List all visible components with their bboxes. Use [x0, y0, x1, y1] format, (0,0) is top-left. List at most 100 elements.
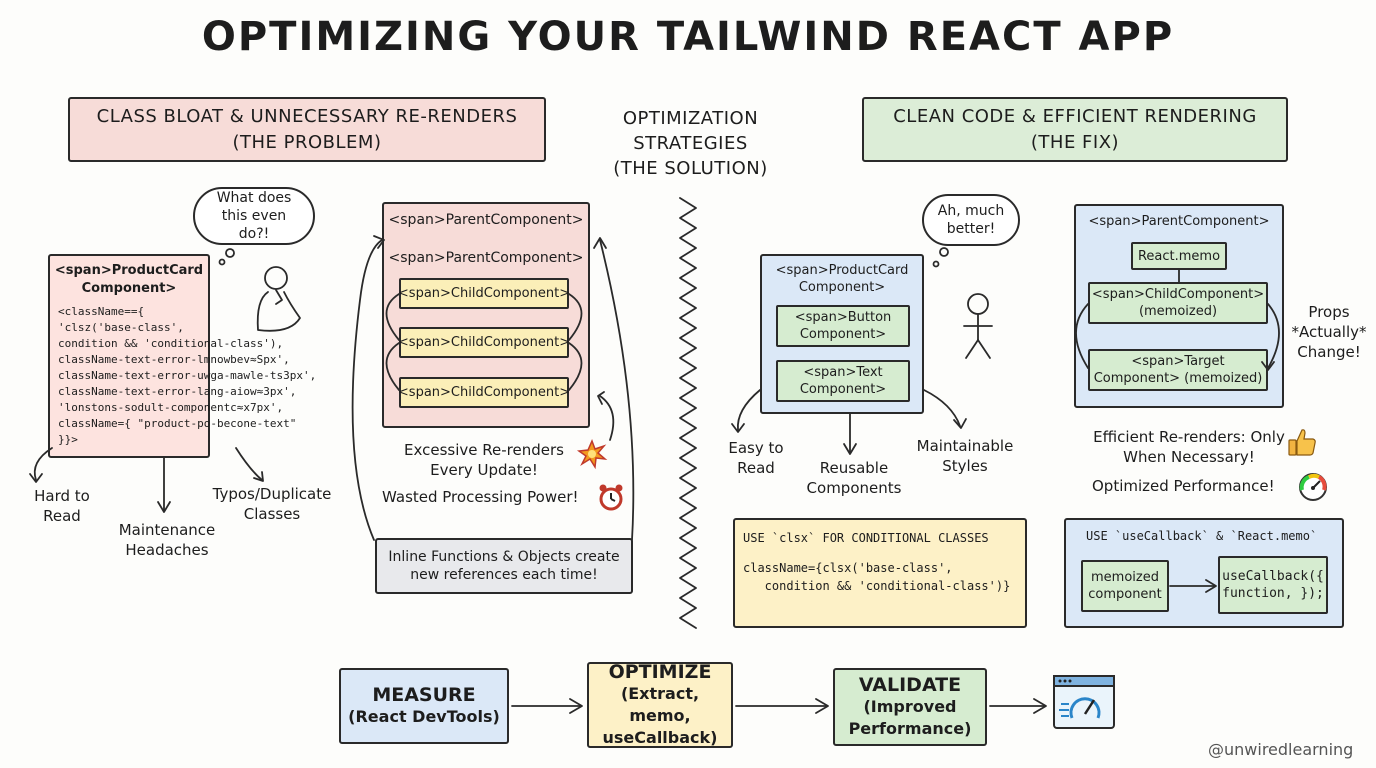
efficient-rerenders-text: Efficient Re-renders: Only When Necessar… [1093, 428, 1285, 466]
problem-child-3: <span>ChildComponent> [398, 377, 570, 408]
thinking-person-icon [256, 266, 301, 332]
arrowhead [731, 423, 745, 433]
zigzag-divider [679, 197, 697, 629]
validate-title: VALIDATE [858, 674, 962, 696]
page-title: OPTIMIZING YOUR TAILWIND REACT APP [201, 14, 1175, 60]
arrow [385, 293, 400, 341]
usecallback-tip-title: USE `useCallback` & `React.memo` [1086, 529, 1318, 543]
target-memoized-box: <span>Target Component> (memoized) [1088, 349, 1268, 391]
dashboard-window-icon [1052, 674, 1116, 730]
arrow [737, 389, 761, 431]
arrow [599, 239, 635, 541]
text-component-box: <span>Text Component> [776, 360, 910, 402]
arrow [33, 447, 53, 481]
bloated-card-title: <span>ProductCard Component> [54, 263, 204, 296]
arrowhead [593, 237, 607, 249]
thought-dot [218, 258, 226, 266]
optimize-sub: (Extract, memo, useCallback) [602, 684, 718, 747]
fix-thought-text: Ah, much better! [937, 203, 1005, 237]
inline-functions-text: Inline Functions & Objects create new re… [388, 549, 620, 583]
arrow [568, 342, 583, 391]
arrowhead [1261, 361, 1275, 371]
code-line: 'clsz('base-class', [58, 321, 184, 334]
arrowhead [253, 471, 264, 482]
thought-dot [932, 260, 940, 268]
label-maintenance-headaches: Maintenance Headaches [118, 521, 216, 559]
problem-header-line2: (THE PROBLEM) [232, 131, 382, 153]
optimize-step: OPTIMIZE (Extract, memo, useCallback) [587, 661, 733, 748]
usecallback-code-box: useCallback({ function, }); [1218, 556, 1328, 614]
arrow [599, 395, 615, 441]
problem-parent-2: <span>ParentComponent> [388, 250, 584, 266]
code-line: <className=={ [58, 305, 145, 318]
validate-step: VALIDATE (Improved Performance) [833, 668, 987, 746]
arrowhead [29, 473, 43, 483]
thumbs-up-icon [1286, 426, 1318, 458]
arrowhead [1205, 579, 1217, 593]
wasted-processing-text: Wasted Processing Power! [382, 488, 579, 506]
button-component-box: <span>Button Component> [776, 305, 910, 347]
arrowhead [597, 391, 605, 405]
react-memo-chip: React.memo [1131, 242, 1227, 270]
credit-text: @unwiredlearning [1208, 740, 1354, 759]
clsx-tip-title: USE `clsx` FOR CONDITIONAL CLASSES [743, 531, 989, 545]
strategies-header-line2: STRATEGIES [633, 132, 748, 154]
problem-parent-1: <span>ParentComponent> [388, 212, 584, 228]
label-typos-duplicate: Typos/Duplicate Classes [212, 485, 332, 523]
arrowhead [953, 418, 967, 429]
arrow [385, 342, 400, 391]
arrowhead [843, 443, 857, 455]
problem-header: CLASS BLOAT & UNNECESSARY RE-RENDERS (TH… [68, 97, 546, 162]
problem-thought-bubble: What does this even do?! [193, 187, 315, 245]
explosion-icon [576, 439, 608, 470]
thought-dot [939, 247, 949, 257]
clsx-tip-box: USE `clsx` FOR CONDITIONAL CLASSES class… [733, 518, 1027, 628]
measure-step: MEASURE (React DevTools) [339, 668, 509, 744]
code-line: }}> [58, 433, 78, 446]
fix-thought-bubble: Ah, much better! [922, 194, 1020, 246]
speedometer-icon [1297, 470, 1329, 502]
label-easy-to-read: Easy to Read [728, 439, 784, 477]
strategies-header: OPTIMIZATION STRATEGIES (THE SOLUTION) [588, 103, 793, 183]
clsx-code-line-2: condition && 'conditional-class')} [743, 579, 1011, 593]
strategies-header-line1: OPTIMIZATION [622, 107, 759, 129]
inline-functions-note: Inline Functions & Objects create new re… [375, 538, 633, 594]
clsx-code-line-1: className={clsx('base-class', [743, 561, 953, 575]
happy-stick-figure-icon [963, 293, 993, 359]
problem-thought-text: What does this even do?! [216, 190, 292, 242]
arrow [923, 389, 961, 427]
arrow [1075, 303, 1089, 369]
validate-sub: (Improved Performance) [848, 697, 972, 738]
label-hard-to-read: Hard to Read [34, 487, 90, 525]
arrow [568, 293, 583, 341]
optimize-title: OPTIMIZE [608, 661, 712, 683]
bloated-product-card: <span>ProductCard Component> <className=… [48, 254, 316, 458]
alarm-clock-icon [596, 482, 626, 512]
props-change-note: Props *Actually* Change! [1291, 303, 1367, 361]
arrowhead [373, 235, 385, 249]
clean-card-title: <span>ProductCard Component> [775, 263, 909, 295]
measure-title: MEASURE [372, 684, 476, 706]
fix-header: CLEAN CODE & EFFICIENT RENDERING (THE FI… [862, 97, 1288, 162]
arrow [351, 239, 383, 541]
strategies-header-line3: (THE SOLUTION) [613, 157, 768, 179]
measure-sub: (React DevTools) [348, 707, 500, 726]
arrowhead [1033, 698, 1047, 714]
arrow [1267, 303, 1280, 369]
memoized-component-box: memoized component [1081, 560, 1169, 612]
problem-child-2: <span>ChildComponent> [398, 327, 570, 358]
label-reusable-components: Reusable Components [806, 459, 902, 497]
problem-header-line1: CLASS BLOAT & UNNECESSARY RE-RENDERS [96, 105, 518, 127]
arrow [235, 447, 263, 481]
thought-dot [225, 248, 235, 258]
excessive-rerenders-text: Excessive Re-renders Every Update! [404, 441, 564, 479]
arrowhead [569, 698, 583, 714]
arrowhead [815, 698, 829, 714]
problem-child-1: <span>ChildComponent> [398, 278, 570, 309]
arrowhead [157, 501, 171, 513]
fix-parent-component: <span>ParentComponent> [1088, 214, 1270, 229]
fix-header-line2: (THE FIX) [1030, 131, 1120, 153]
fix-header-line1: CLEAN CODE & EFFICIENT RENDERING [893, 105, 1257, 127]
child-memoized-box: <span>ChildComponent> (memoized) [1088, 282, 1268, 324]
